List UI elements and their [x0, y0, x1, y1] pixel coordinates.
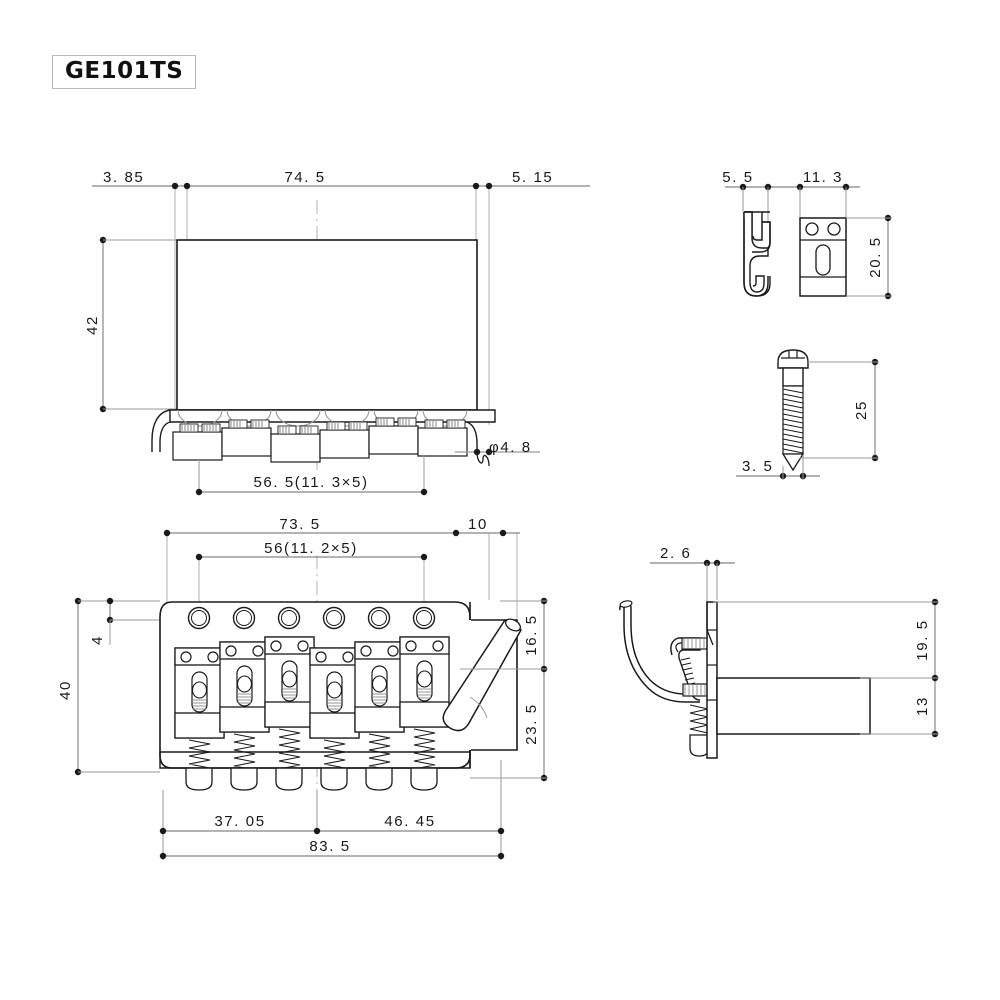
plan-saddle-assemblies — [174, 636, 450, 791]
plan-tremolo-arm — [442, 618, 523, 732]
dim-plan-left-segment: 37. 05 — [214, 813, 265, 830]
plan-saddle-spring — [278, 726, 301, 770]
front-saddle-screws — [179, 417, 466, 435]
plan-string-holes — [187, 606, 436, 630]
screw-length-dimension: 25 — [800, 358, 879, 462]
screw-head — [777, 349, 809, 369]
screw-threads — [781, 385, 805, 472]
dim-side-block-bottom: 13 — [914, 696, 931, 716]
plan-front-lip — [159, 751, 471, 769]
screw-diameter-dimension: 3. 5 — [736, 455, 820, 480]
top-plan-view: 73. 5 10 56(11. 2×5) 40 — [57, 516, 548, 860]
dim-plan-overall-height: 40 — [57, 680, 74, 700]
dim-plan-string-spacing: 56(11. 2×5) — [264, 540, 358, 557]
dim-front-string-spacing: 56. 5(11. 3×5) — [253, 474, 368, 491]
dim-plan-right-segment: 46. 45 — [384, 813, 435, 830]
mounting-screw-detail: 25 3. 5 — [736, 349, 879, 480]
front-height-dimension: 42 — [84, 236, 180, 413]
plan-saddle — [399, 636, 450, 791]
dim-plan-body-width: 73. 5 — [279, 516, 320, 533]
plan-top-dimension: 73. 5 10 — [163, 516, 520, 537]
dim-front-hole-diameter: φ4. 8 — [489, 439, 532, 456]
side-base-plate — [706, 601, 718, 759]
front-string-spacing-dimension: 56. 5(11. 3×5) — [195, 455, 428, 496]
part-title-box: GE101TS — [52, 55, 197, 89]
plan-saddle-spring — [413, 726, 436, 770]
plan-left-dimensions: 40 4 — [57, 597, 170, 776]
dim-front-right-offset: 5. 15 — [512, 169, 553, 186]
plate-width-dimension: 11. 3 — [796, 169, 860, 218]
plan-bottom-dimensions: 37. 05 46. 45 83. 5 — [159, 760, 505, 860]
dim-plan-lower-right: 23. 5 — [523, 703, 540, 744]
plan-saddle — [219, 641, 270, 791]
front-saddle-arcs — [177, 409, 468, 427]
hook-width-dimension: 5. 5 — [722, 169, 800, 222]
dim-screw-diameter: 3. 5 — [742, 458, 773, 475]
dim-plate-height: 20. 5 — [867, 236, 884, 277]
dim-front-main-width: 74. 5 — [284, 169, 325, 186]
plan-saddle-spring — [188, 737, 211, 769]
dim-front-left-offset: 3. 85 — [103, 169, 144, 186]
plan-string-spacing-dimension: 56(11. 2×5) — [195, 540, 428, 561]
screw-shank — [782, 367, 804, 387]
plan-saddle — [354, 641, 405, 791]
side-right-dimensions: 19. 5 13 — [713, 598, 939, 738]
side-sustain-block — [716, 677, 871, 735]
dim-plan-arm-offset: 10 — [468, 516, 488, 533]
side-plate-thickness-dimension: 2. 6 — [650, 545, 735, 608]
front-elevation-view: 3. 85 74. 5 5. 15 42 — [84, 169, 590, 496]
dim-plan-edge-offset: 4 — [89, 635, 106, 645]
hook-shape — [743, 211, 771, 297]
front-hole-diameter-dimension: φ4. 8 — [455, 439, 540, 467]
dim-screw-length: 25 — [853, 400, 870, 420]
dim-side-plate-thickness: 2. 6 — [660, 545, 691, 562]
dim-plate-width: 11. 3 — [803, 169, 843, 186]
dim-hook-width: 5. 5 — [722, 169, 753, 186]
mounting-plate — [799, 217, 847, 297]
dim-side-block-top: 19. 5 — [914, 619, 931, 660]
side-section-view: 2. 6 — [619, 545, 939, 759]
dim-front-height: 42 — [84, 315, 101, 335]
front-saddle-blocks — [172, 417, 468, 463]
front-top-dimension: 3. 85 74. 5 5. 15 — [92, 169, 590, 190]
hook-and-plate-detail: 5. 5 11. 3 — [722, 169, 892, 300]
front-body-block — [176, 239, 478, 411]
plate-height-dimension: 20. 5 — [846, 214, 892, 300]
dim-plan-upper-right: 16. 5 — [523, 614, 540, 655]
plan-right-dimensions: 16. 5 23. 5 — [460, 597, 548, 782]
side-spring-assembly — [670, 637, 713, 757]
plan-extension-lines — [166, 533, 518, 800]
plan-saddle-spring — [323, 737, 346, 769]
side-tremolo-arm — [619, 600, 700, 703]
plan-saddle — [309, 647, 360, 791]
dim-plan-overall-width: 83. 5 — [309, 838, 350, 855]
part-title: GE101TS — [65, 58, 184, 84]
